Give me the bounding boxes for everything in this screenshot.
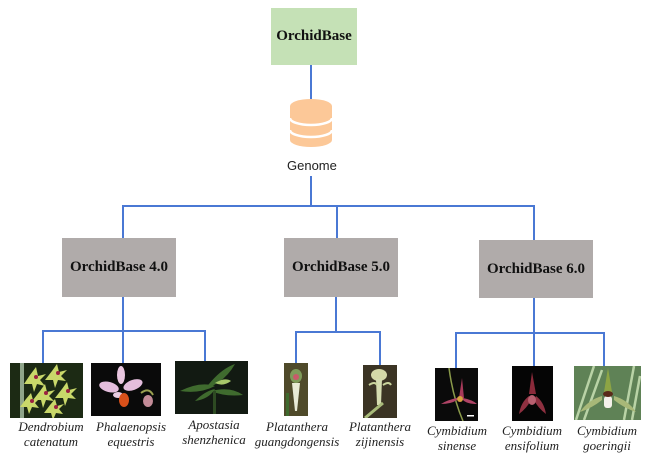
apostasia-shenzhenica-photo: [175, 361, 248, 414]
root-node-label: OrchidBase: [276, 28, 352, 44]
species-label-cymbidium-ensifolium: Cymbidium ensifolium: [495, 423, 569, 453]
cymbidium-sinense-photo: [435, 368, 478, 421]
version-node-label: OrchidBase 5.0: [291, 259, 391, 275]
species-label-cymbidium-goeringii: Cymbidium goeringii: [570, 423, 644, 453]
species-epithet: equestris: [107, 434, 155, 449]
species-epithet: sinense: [437, 438, 477, 453]
connector-v4-bus: [42, 330, 206, 332]
species-label-apostasia-shenzhenica: Apostasia shenzhenica: [176, 417, 252, 447]
connector-root-to-genome: [310, 65, 312, 99]
species-genus: Platanthera: [265, 419, 329, 434]
connector-v5-species-1: [295, 331, 297, 363]
connector-to-v4: [122, 205, 124, 238]
species-label-phalaenopsis-equestris: Phalaenopsis equestris: [91, 419, 171, 449]
root-node-orchidbase: OrchidBase: [271, 8, 357, 65]
connector-v6-species-1: [455, 332, 457, 368]
connector-v6-species-3: [603, 332, 605, 366]
platanthera-guangdongensis-photo: [284, 363, 308, 416]
species-genus: Phalaenopsis: [95, 419, 167, 434]
genome-label: Genome: [287, 158, 337, 173]
version-node-6-0: OrchidBase 6.0: [479, 240, 593, 298]
species-genus: Dendrobium: [18, 419, 84, 434]
species-label-platanthera-zijinensis: Platanthera zijinensis: [340, 419, 420, 449]
species-epithet: catenatum: [23, 434, 79, 449]
connector-v6-species-2: [533, 332, 535, 366]
platanthera-zijinensis-photo: [363, 365, 397, 418]
species-genus: Cymbidium: [502, 423, 562, 438]
species-epithet: guangdongensis: [254, 434, 340, 449]
cymbidium-goeringii-photo: [574, 366, 641, 420]
connector-v4-down: [122, 297, 124, 331]
connector-v5-species-2: [379, 331, 381, 365]
connector-v4-species-1: [42, 330, 44, 363]
species-label-cymbidium-sinense: Cymbidium sinense: [420, 423, 494, 453]
species-genus: Platanthera: [348, 419, 412, 434]
species-genus: Cymbidium: [427, 423, 487, 438]
connector-to-v6: [533, 205, 535, 240]
dendrobium-catenatum-photo: [10, 363, 83, 418]
species-genus: Cymbidium: [577, 423, 637, 438]
species-epithet: zijinensis: [355, 434, 405, 449]
species-epithet: goeringii: [583, 438, 631, 453]
connector-v6-down: [533, 298, 535, 334]
database-icon: [288, 99, 334, 147]
connector-v5-down: [335, 297, 337, 332]
connector-v5-bus: [295, 331, 381, 333]
species-label-dendrobium-catenatum: Dendrobium catenatum: [10, 419, 92, 449]
version-node-4-0: OrchidBase 4.0: [62, 238, 176, 297]
version-node-label: OrchidBase 6.0: [486, 260, 586, 277]
species-label-platanthera-guangdongensis: Platanthera guangdongensis: [250, 419, 344, 449]
species-epithet: ensifolium: [504, 438, 560, 453]
connector-versions-bus: [122, 205, 535, 207]
connector-v6-bus: [455, 332, 605, 334]
connector-v4-species-3: [204, 330, 206, 361]
species-genus: Apostasia: [188, 417, 240, 432]
phalaenopsis-equestris-photo: [91, 363, 161, 416]
connector-genome-to-versions: [310, 176, 312, 206]
version-node-label: OrchidBase 4.0: [69, 259, 169, 275]
species-epithet: shenzhenica: [182, 432, 246, 447]
connector-v4-species-2: [122, 330, 124, 363]
version-node-5-0: OrchidBase 5.0: [284, 238, 398, 297]
cymbidium-ensifolium-photo: [512, 366, 553, 421]
connector-to-v5: [336, 205, 338, 238]
